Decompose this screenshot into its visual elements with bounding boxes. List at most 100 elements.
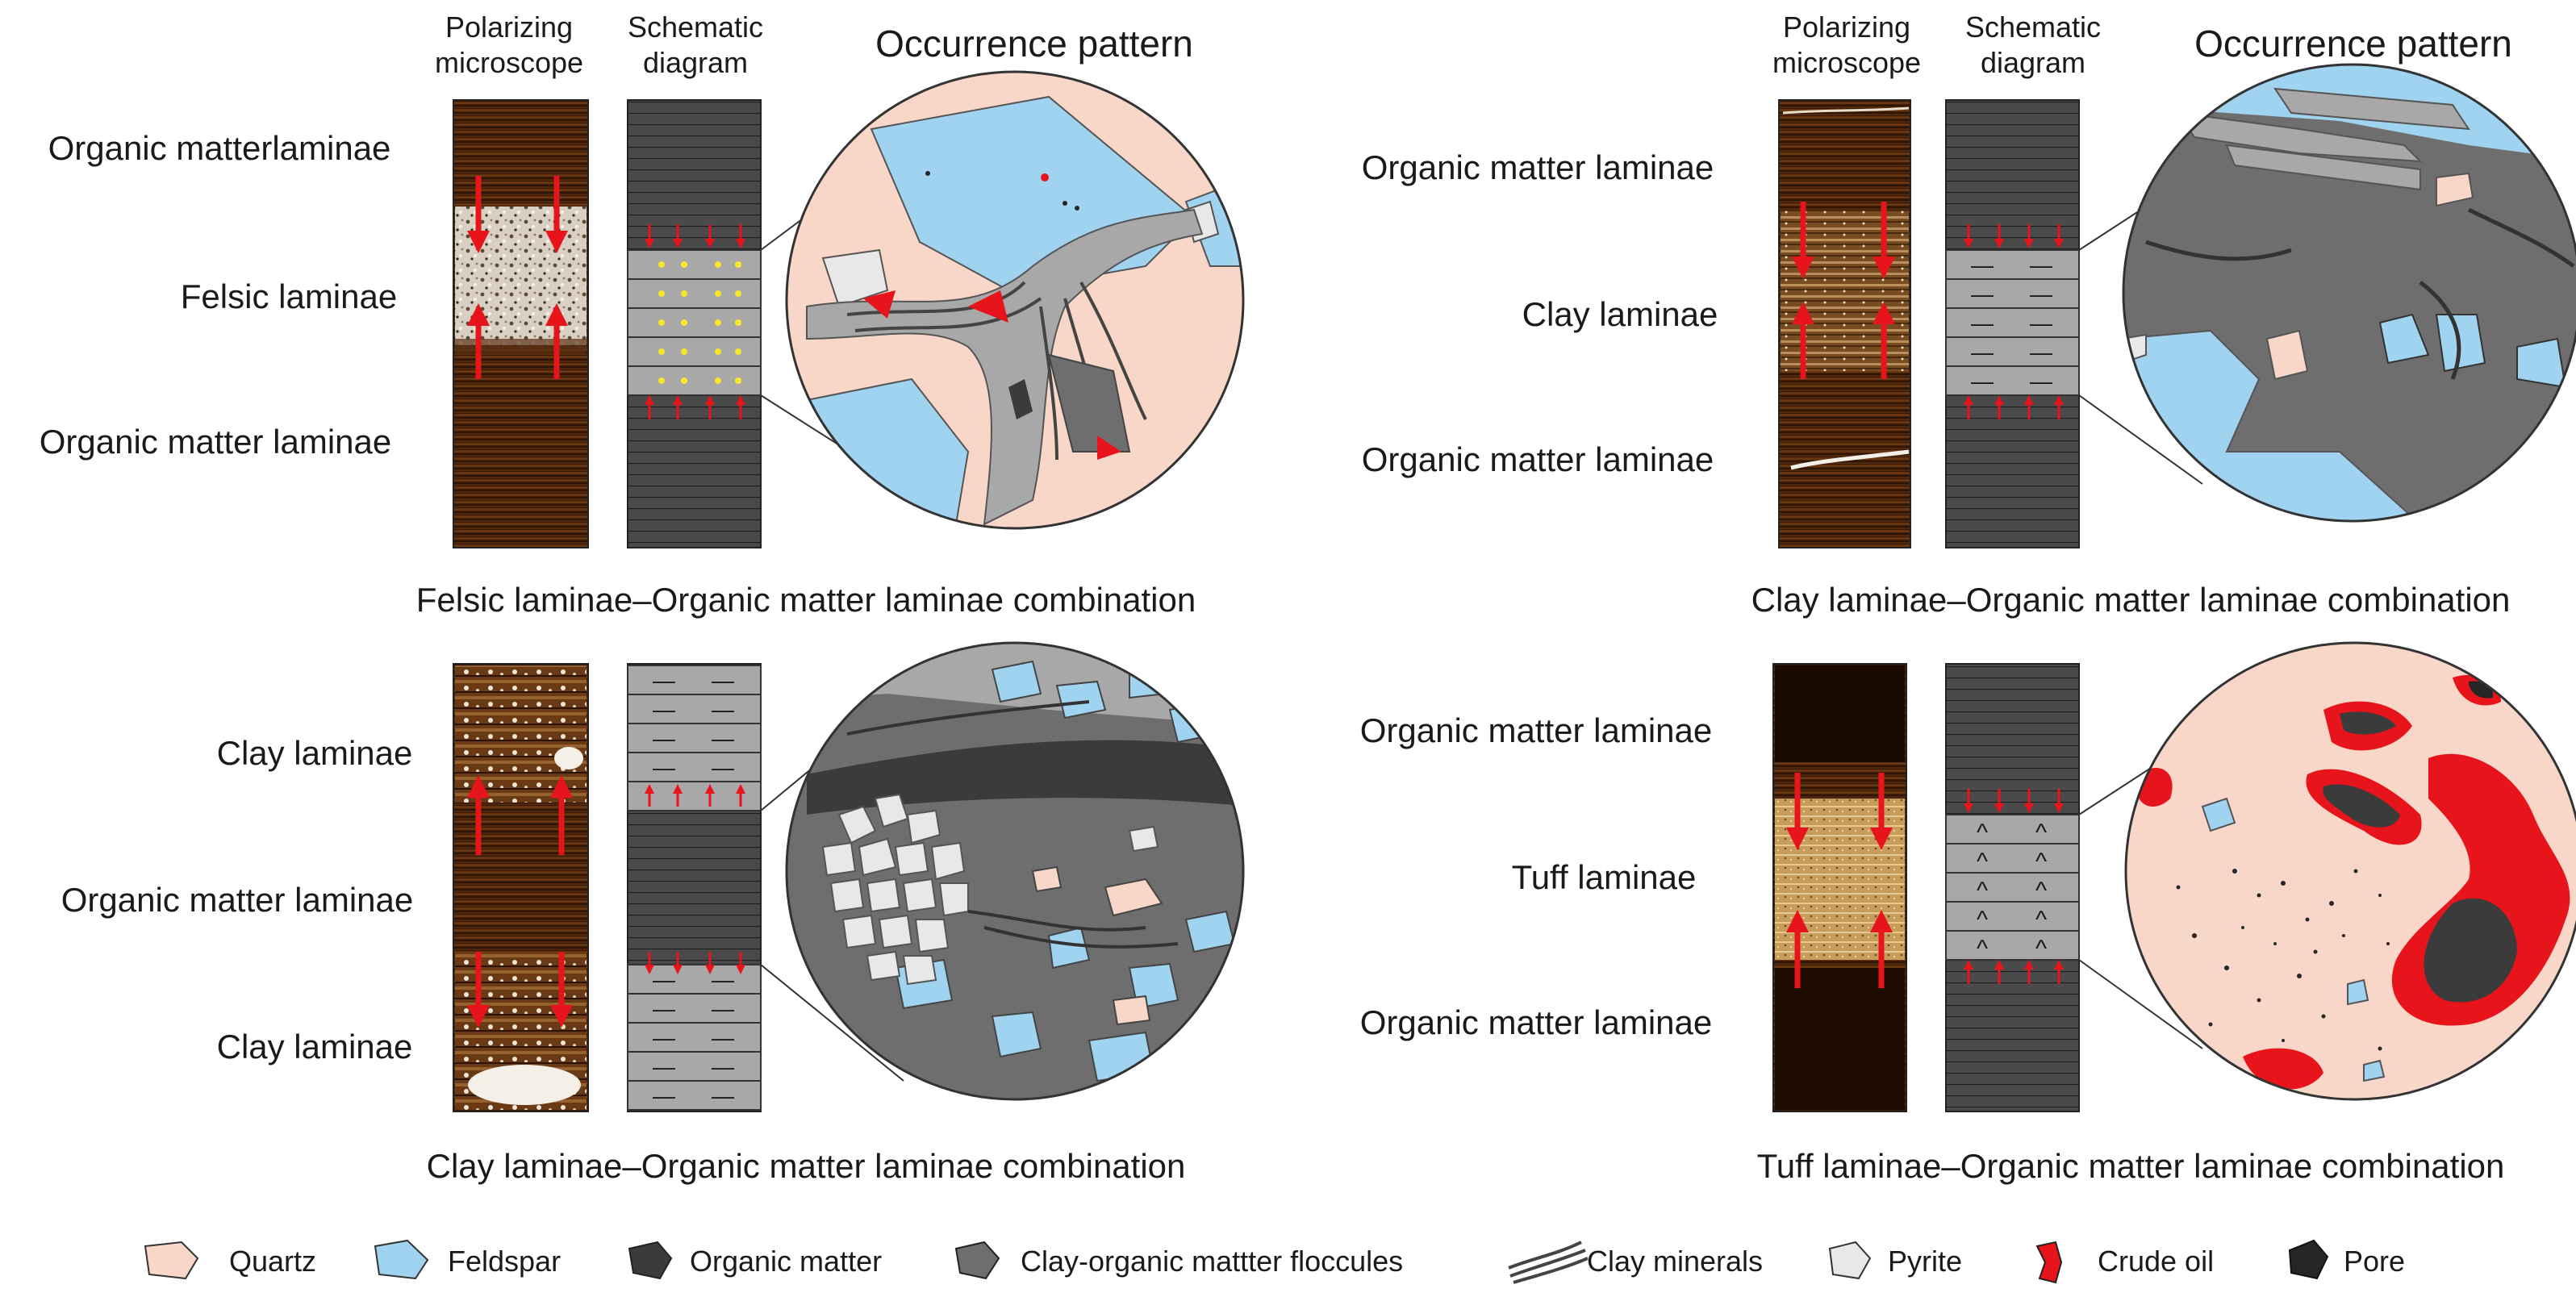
microscope-photo	[453, 99, 589, 548]
label-bottom-lamina: Organic matter laminae	[1362, 440, 1714, 478]
header-microscope-line1: Polarizing	[1783, 10, 1910, 44]
label-middle-lamina: Tuff laminae	[1512, 858, 1697, 896]
label-top-lamina: Organic matter laminae	[1360, 711, 1713, 749]
legend-item-pyrite: Pyrite	[1828, 1241, 1962, 1280]
svg-text:—: —	[1971, 252, 1994, 277]
svg-text:^: ^	[2035, 819, 2047, 846]
occurrence-circle	[2122, 63, 2576, 523]
legend-label: Feldspar	[448, 1245, 561, 1278]
svg-text:—: —	[653, 726, 675, 751]
pore-swatch-icon	[2288, 1239, 2329, 1280]
compaction-arrows	[467, 775, 573, 1028]
legend-item-clay-minerals: Clay minerals	[1508, 1241, 1763, 1284]
svg-text:—: —	[1971, 282, 1994, 307]
clay-minerals-icon	[1508, 1241, 1589, 1284]
legend-item-organic-matter: Organic matter	[628, 1241, 882, 1280]
svg-text:^: ^	[2035, 878, 2047, 904]
zoom-connector-bottom	[760, 964, 904, 1082]
svg-text:—: —	[2030, 369, 2052, 394]
label-top-lamina: Organic matterlaminae	[48, 129, 391, 167]
panel-tuff: Organic matter laminae Tuff laminae Orga…	[1360, 641, 2576, 1185]
svg-text:—: —	[653, 996, 675, 1021]
svg-text:—: —	[712, 668, 734, 693]
panel-clay-top: Polarizing microscope Schematic diagram …	[1362, 10, 2576, 619]
legend-label: Clay-organic mattter floccules	[1021, 1245, 1403, 1278]
svg-text:^: ^	[1977, 936, 1988, 962]
header-microscope-line2: microscope	[435, 46, 583, 79]
zoom-connector-bottom	[2078, 394, 2203, 485]
legend: Quartz Feldspar Organic matter Clay-orga…	[144, 1239, 2405, 1284]
svg-text:—: —	[1971, 311, 1994, 336]
pyrite-swatch-icon	[1828, 1241, 1872, 1280]
svg-text:^: ^	[1977, 878, 1988, 904]
schematic-column	[627, 99, 762, 548]
legend-label: Pore	[2344, 1245, 2405, 1278]
svg-text:—: —	[712, 996, 734, 1021]
occurrence-circle	[785, 70, 1245, 530]
quartz-swatch-icon	[144, 1241, 199, 1280]
svg-text:—: —	[653, 697, 675, 722]
svg-text:^: ^	[2035, 936, 2047, 962]
schematic-column: —— —— —— —— —— —— —— —— ——	[627, 663, 762, 1112]
svg-text:—: —	[712, 967, 734, 992]
svg-text:—: —	[2030, 311, 2052, 336]
feldspar-swatch-icon	[374, 1239, 429, 1280]
svg-text:—: —	[712, 1054, 734, 1079]
crude-oil-swatch-icon	[2035, 1241, 2063, 1284]
pyrite-framboid	[821, 793, 1159, 986]
occurrence-circle	[785, 641, 1245, 1101]
svg-text:^: ^	[1977, 907, 1988, 933]
label-middle-lamina: Organic matter laminae	[61, 881, 414, 919]
header-microscope-line2: microscope	[1772, 46, 1921, 79]
svg-text:—: —	[2030, 282, 2052, 307]
legend-item-floccules: Clay-organic mattter floccules	[954, 1241, 1403, 1280]
microscope-photo	[1772, 663, 1907, 1112]
legend-item-feldspar: Feldspar	[374, 1239, 561, 1280]
header-occurrence-pattern: Occurrence pattern	[2194, 23, 2512, 65]
legend-item-pore: Pore	[2288, 1239, 2405, 1280]
header-microscope-line1: Polarizing	[445, 10, 573, 44]
label-bottom-lamina: Organic matter laminae	[1360, 1003, 1713, 1041]
label-top-lamina: Clay laminae	[217, 734, 413, 772]
svg-text:^: ^	[2035, 907, 2047, 933]
legend-label: Crude oil	[2098, 1245, 2214, 1278]
svg-text:—: —	[653, 755, 675, 780]
zoom-connector-bottom	[2078, 959, 2203, 1049]
svg-text:—: —	[712, 726, 734, 751]
legend-label: Organic matter	[690, 1245, 882, 1278]
legend-label: Quartz	[229, 1245, 316, 1278]
svg-text:^: ^	[1977, 819, 1988, 846]
panel-caption: Felsic laminae–Organic matter laminae co…	[416, 581, 1196, 619]
felsic-dots	[658, 261, 741, 384]
panel-felsic: Polarizing microscope Schematic diagram …	[40, 10, 1245, 619]
label-middle-lamina: Felsic laminae	[181, 277, 397, 315]
compaction-arrows	[1792, 202, 1895, 379]
svg-text:—: —	[653, 1054, 675, 1079]
legend-label: Clay minerals	[1587, 1245, 1763, 1278]
compaction-arrows	[1786, 773, 1893, 988]
svg-text:—: —	[712, 1025, 734, 1050]
header-schematic-line2: diagram	[643, 46, 748, 79]
header-schematic-line1: Schematic	[628, 10, 763, 44]
svg-text:—: —	[1971, 369, 1994, 394]
panel-clay-bottom: Clay laminae Organic matter laminae Clay…	[61, 641, 1245, 1185]
svg-text:—: —	[653, 1083, 675, 1108]
legend-item-crude-oil: Crude oil	[2035, 1241, 2214, 1284]
scattered-pores	[2176, 869, 2390, 1051]
compaction-arrows	[467, 176, 568, 379]
legend-label: Pyrite	[1888, 1245, 1962, 1278]
svg-text:—: —	[712, 1083, 734, 1108]
label-middle-lamina: Clay laminae	[1522, 295, 1718, 333]
svg-text:^: ^	[1977, 849, 1988, 875]
svg-text:—: —	[1971, 340, 1994, 365]
panel-caption: Clay laminae–Organic matter laminae comb…	[427, 1147, 1186, 1185]
schematic-column: —— —— —— —— ——	[1945, 99, 2080, 548]
panel-caption: Tuff laminae–Organic matter laminae comb…	[1757, 1147, 2505, 1185]
label-bottom-lamina: Organic matter laminae	[40, 423, 392, 461]
header-schematic-line2: diagram	[1981, 46, 2085, 79]
label-top-lamina: Organic matter laminae	[1362, 148, 1714, 186]
label-bottom-lamina: Clay laminae	[217, 1028, 413, 1066]
panel-caption: Clay laminae–Organic matter laminae comb…	[1751, 581, 2511, 619]
svg-text:—: —	[2030, 252, 2052, 277]
